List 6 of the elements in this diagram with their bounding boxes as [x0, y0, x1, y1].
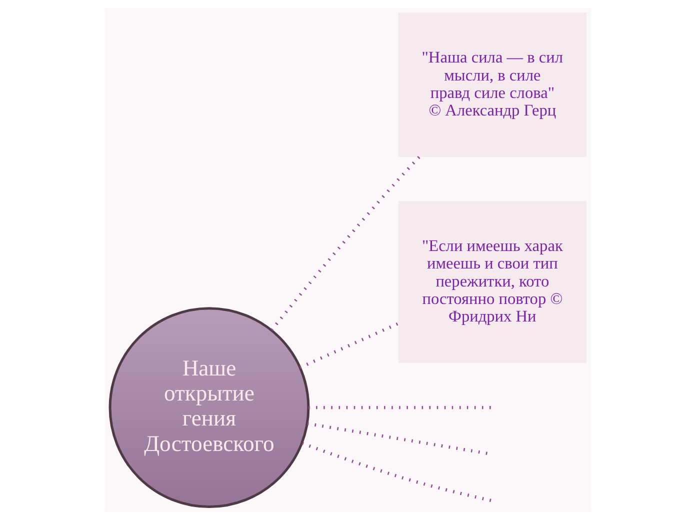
node-circle: Наше открытие гения Достоевского	[108, 307, 310, 508]
connector	[299, 322, 400, 369]
connector	[270, 156, 421, 331]
node-box: "Если имеешь харак имеешь и свои тип пережитки, кото постоянно повтор © Фридрих Ни	[398, 200, 587, 363]
connector	[302, 442, 492, 502]
node-box: "Наша сила — в сил мысли, в силе правд силе слова" © Александр Герц	[398, 12, 587, 158]
